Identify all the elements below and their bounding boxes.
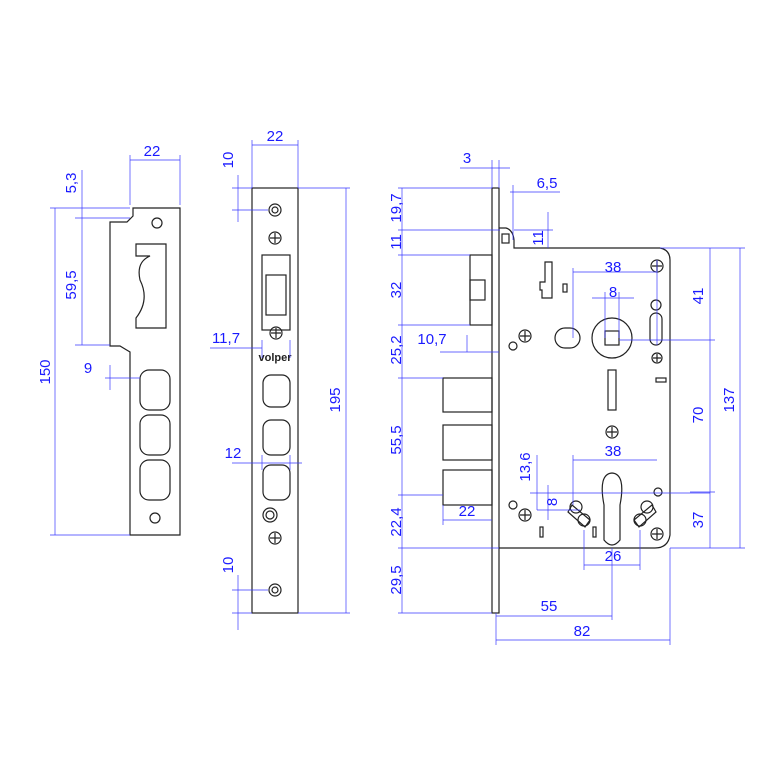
dim-top-to-spindle: 41 — [690, 288, 707, 305]
dim-backset: 55 — [541, 598, 558, 615]
faceplate-dimensions: 22 10 11,7 12 195 10 — [210, 128, 350, 630]
dim-body-height: 137 — [721, 387, 738, 412]
lock-body — [442, 187, 671, 614]
screw-icon — [268, 531, 282, 545]
screw-icon — [605, 425, 619, 439]
dim-strike-height: 150 — [37, 359, 54, 384]
cylinder-hole — [601, 472, 623, 546]
screw-icon — [651, 352, 663, 364]
faceplate: volper — [251, 187, 299, 614]
dim-cylinder-to-bottom: 37 — [690, 512, 707, 529]
brand-logo: volper — [258, 352, 292, 364]
bolt-slot — [139, 369, 171, 411]
dim-faceplate-latch: 11,7 — [212, 330, 240, 347]
dim-faceplate-width: 22 — [267, 128, 284, 145]
dim-body-depth: 82 — [574, 623, 591, 640]
dim-cylinder-offset-b: 8 — [544, 498, 561, 506]
dim-cylinder-screw-spacing: 38 — [605, 443, 622, 460]
screw-hole — [151, 217, 163, 229]
dim-faceplate-height: 195 — [327, 387, 344, 412]
strike-plate — [109, 207, 181, 536]
dim-bolt-to-bottom: 22,4 — [388, 507, 405, 536]
follower-hole — [554, 327, 581, 349]
dim-faceplate-bottom-hole: 10 — [220, 557, 237, 574]
dim-strike-step: 9 — [84, 360, 92, 377]
dim-faceplate-thickness: 3 — [463, 150, 471, 167]
screw-icon — [518, 329, 532, 343]
dim-latch-height: 32 — [388, 282, 405, 299]
dim-spindle-spacing: 38 — [605, 259, 622, 276]
dim-cylinder-offset-a: 13,6 — [517, 452, 534, 481]
dim-faceplate-top-hole: 10 — [220, 152, 237, 169]
dim-offset: 6,5 — [537, 175, 558, 192]
dim-latch-throw: 10,7 — [417, 331, 446, 348]
dim-cylinder-width: 26 — [605, 548, 622, 565]
bolt-slot — [139, 459, 171, 501]
strike-plate-dimensions: 22 5,3 59,5 150 9 — [37, 143, 181, 536]
dim-bottom-extension: 29,5 — [388, 565, 405, 594]
dim-strike-top: 5,3 — [63, 173, 80, 194]
bolt-slot — [139, 414, 171, 456]
dim-latch-to-bolt: 25,2 — [388, 335, 405, 364]
dim-bolt-throw: 22 — [459, 503, 476, 520]
screw-icon — [650, 527, 664, 541]
dim-bolt-span: 55,5 — [388, 425, 405, 454]
dim-spindle-square: 8 — [609, 284, 617, 301]
dim-step-right: 11 — [530, 230, 547, 246]
dim-step-left: 11 — [388, 234, 405, 250]
dim-spindle-to-cylinder: 70 — [690, 407, 707, 424]
dim-faceplate-slot: 12 — [225, 445, 242, 462]
lock-faceplate — [491, 187, 500, 614]
screw-icon — [268, 231, 282, 245]
screw-icon — [518, 508, 532, 522]
spindle-hub — [591, 317, 633, 359]
lock-body-dimensions: 3 6,5 19,7 11 11 32 38 8 41 25,2 10,7 55… — [388, 150, 745, 645]
dim-strike-width: 22 — [144, 143, 161, 160]
dim-strike-window: 59,5 — [63, 270, 80, 299]
dim-top-to-latch: 19,7 — [388, 193, 405, 222]
screw-icon — [269, 326, 283, 340]
screw-hole — [149, 512, 161, 524]
